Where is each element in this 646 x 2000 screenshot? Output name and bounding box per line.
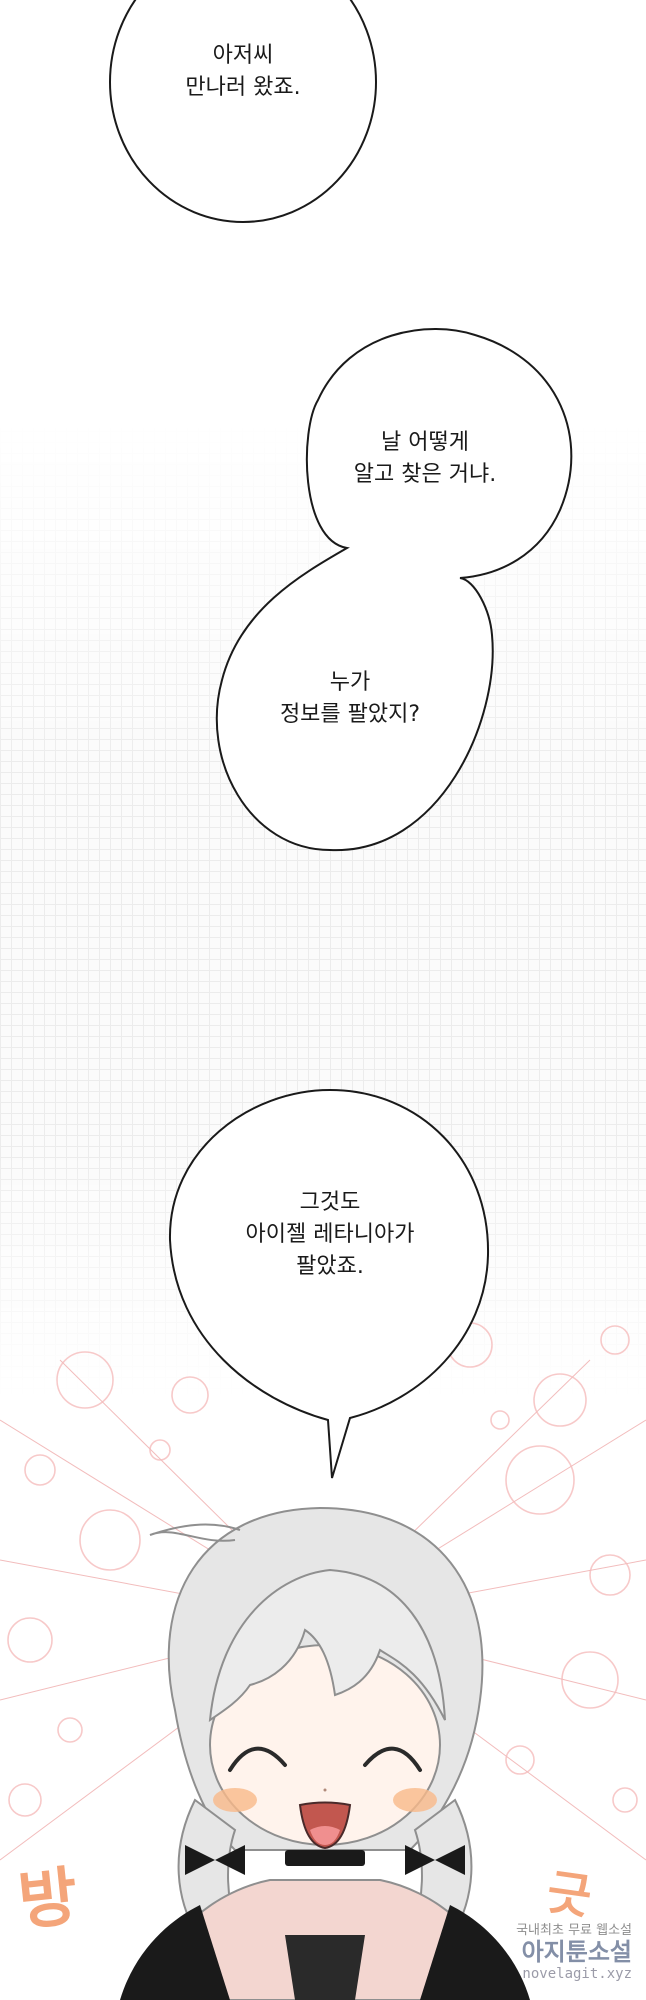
watermark-line-2: 아지툰소설 <box>521 1938 632 1966</box>
speech-bubble-1 <box>109 0 377 223</box>
watermark: 국내최초 무료 웹소설 아지툰소설 novelagit.xyz <box>432 1919 632 1982</box>
bubble-1-text: 아저씨 만나러 왔죠. <box>160 40 326 104</box>
bubble-3-text: 누가 정보를 팔았지? <box>245 667 455 731</box>
bubble-4-line-1: 그것도 <box>299 1190 361 1215</box>
bubble-2-line-2: 알고 찾은 거냐. <box>353 462 497 487</box>
speech-bubble-2-3 <box>215 327 573 852</box>
bubble-1-line-1: 아저씨 <box>212 43 274 68</box>
bubble-3-line-2: 정보를 팔았지? <box>279 702 421 727</box>
chibi-girl-character <box>120 1506 530 2000</box>
watermark-line-1: 국내최초 무료 웹소설 <box>516 1923 632 1938</box>
pink-decor <box>7 1322 638 1817</box>
bubble-1-line-2: 만나러 왔죠. <box>185 75 301 100</box>
bubble-4-line-3: 팔았죠. <box>296 1254 364 1279</box>
bubble-4-line-2: 아이젤 레타니아가 <box>245 1222 415 1247</box>
speech-bubble-4 <box>168 1088 490 1479</box>
bubble-2-text: 날 어떻게 알고 찾은 거냐. <box>330 427 520 491</box>
watermark-line-3: novelagit.xyz <box>522 1966 632 1982</box>
bubble-2-line-1: 날 어떻게 <box>381 430 469 455</box>
sfx-left: 방 <box>14 1860 82 1940</box>
bubble-3-line-1: 누가 <box>329 670 371 695</box>
bubble-4-text: 그것도 아이젤 레타니아가 팔았죠. <box>200 1187 460 1283</box>
